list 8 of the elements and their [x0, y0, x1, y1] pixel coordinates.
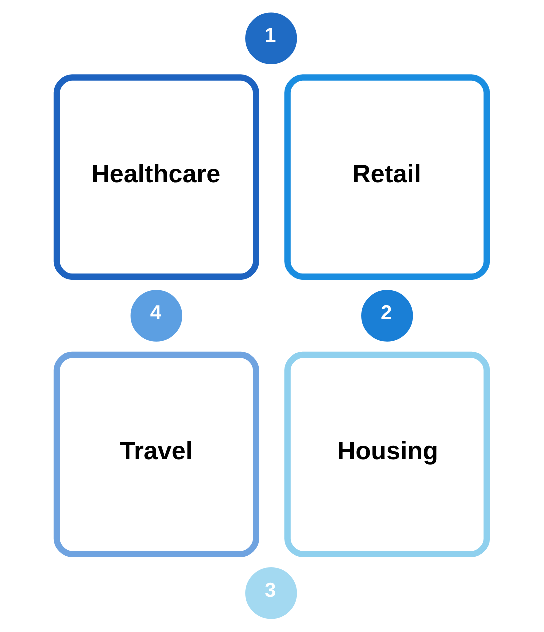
node-box: Retail: [284, 74, 490, 280]
node-circle: 1: [246, 12, 298, 64]
node-circle: 3: [246, 568, 298, 620]
node-box: Housing: [284, 352, 490, 558]
node-box: Travel: [54, 352, 260, 558]
node-circle: 2: [362, 290, 414, 342]
node-circle: 4: [130, 290, 182, 342]
node-box: Healthcare: [54, 74, 260, 280]
